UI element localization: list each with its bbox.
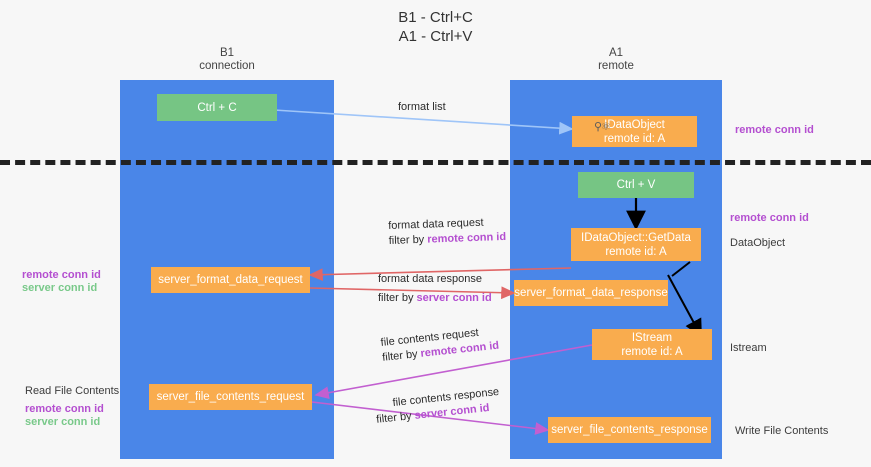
node-server-file-contents-response-label: server_file_contents_response xyxy=(551,424,708,436)
edge-label-format-data-response-line2: filter by server conn id xyxy=(378,291,492,306)
edge-label-format-data-request-line2: filter by remote conn id xyxy=(389,230,507,249)
label-left-server-conn-id-bot: server conn id xyxy=(25,416,101,428)
edge-label-format-data-response-line1: format data response xyxy=(378,273,482,285)
node-server-format-data-response[interactable]: server_format_data_response xyxy=(514,280,668,306)
drag-cursor-icon: ⚲⚛ xyxy=(594,121,611,133)
node-idataobject-sublabel: remote id: A xyxy=(603,132,666,145)
node-ctrl-v-label: Ctrl + V xyxy=(616,179,656,191)
edge-label-file-contents-response-prefix: filter by xyxy=(375,409,416,426)
node-istream-label: IStream xyxy=(631,331,673,344)
label-right-write-file-contents: Write File Contents xyxy=(735,425,829,437)
lane-title-a1: A1 remote xyxy=(598,47,634,72)
node-server-format-data-response-label: server_format_data_response xyxy=(514,287,668,299)
node-idataobject-getdata[interactable]: IDataObject::GetData remote id: A xyxy=(571,228,701,261)
edge-label-file-contents-response: file contents response filter by server … xyxy=(374,385,501,428)
lane-title-b1: B1 connection xyxy=(199,47,255,72)
edge-label-format-list: format list xyxy=(398,100,446,115)
edge-label-file-contents-request: file contents request filter by remote c… xyxy=(380,324,500,366)
node-server-file-contents-response[interactable]: server_file_contents_response xyxy=(548,417,711,443)
label-left-remote-conn-id-bot: remote conn id xyxy=(25,403,104,415)
section-divider xyxy=(0,160,871,165)
edge-label-format-data-response-prefix: filter by xyxy=(378,292,417,304)
node-server-file-contents-request-label: server_file_contents_request xyxy=(156,391,305,403)
node-server-format-data-request[interactable]: server_format_data_request xyxy=(151,267,310,293)
node-ctrl-v[interactable]: Ctrl + V xyxy=(578,172,694,198)
node-istream[interactable]: IStream remote id: A xyxy=(592,329,712,360)
node-idataobject-label: IDataObject xyxy=(604,118,665,131)
label-right-remote-conn-id-top: remote conn id xyxy=(735,124,814,136)
edge-label-format-data-response-accent: server conn id xyxy=(416,292,492,304)
label-left-remote-conn-id-mid: remote conn id xyxy=(22,269,101,281)
node-server-format-data-request-label: server_format_data_request xyxy=(158,274,303,286)
edge-label-format-data-request-prefix: filter by xyxy=(388,233,428,247)
edge-label-format-data-request-accent: remote conn id xyxy=(427,230,507,246)
page-title: B1 - Ctrl+C A1 - Ctrl+V xyxy=(398,9,473,45)
label-right-remote-conn-id-mid: remote conn id xyxy=(730,212,809,224)
node-istream-sublabel: remote id: A xyxy=(621,345,683,358)
node-idataobject-getdata-sublabel: remote id: A xyxy=(605,245,667,258)
node-ctrl-c[interactable]: Ctrl + C xyxy=(157,94,277,121)
edge-label-format-data-request: format data request filter by remote con… xyxy=(388,215,506,249)
node-idataobject[interactable]: IDataObject remote id: A xyxy=(572,116,697,147)
edge-label-file-contents-request-prefix: filter by xyxy=(381,347,422,364)
node-server-file-contents-request[interactable]: server_file_contents_request xyxy=(149,384,312,410)
node-ctrl-c-label: Ctrl + C xyxy=(197,101,237,114)
edge-label-format-list-line1: format list xyxy=(398,101,446,113)
label-right-dataobject: DataObject xyxy=(730,237,786,249)
label-left-read-file-contents: Read File Contents xyxy=(25,385,120,397)
edge-label-format-data-response: format data response filter by server co… xyxy=(378,272,492,306)
label-left-server-conn-id-mid: server conn id xyxy=(22,282,98,294)
label-right-istream: Istream xyxy=(730,342,767,354)
node-idataobject-getdata-label: IDataObject::GetData xyxy=(581,231,691,244)
